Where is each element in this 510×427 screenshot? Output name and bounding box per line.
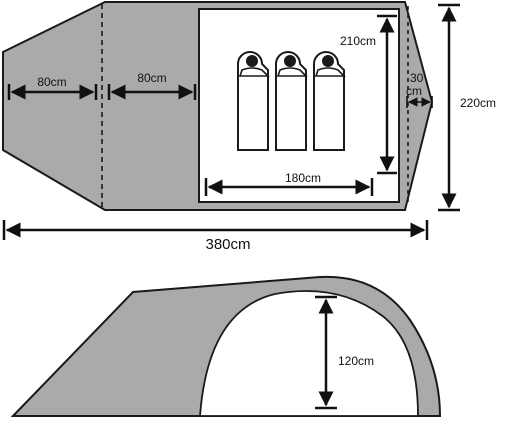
sleeper-head-icon (246, 55, 258, 67)
dimension-inner-length: 210cm (340, 14, 397, 175)
total-width-label: 220cm (460, 96, 496, 110)
rear-gap-unit: cm (406, 84, 422, 98)
sleeping-bag (237, 51, 270, 151)
top-view: 80cm 80cm 210cm 180cm (2, 1, 496, 253)
dimension-vestibule-mid: 80cm (107, 71, 197, 100)
sleeping-bag (313, 51, 346, 151)
dimension-rear-gap: 30 cm (406, 71, 433, 108)
vestibule-mid-label: 80cm (137, 71, 166, 85)
height-label: 120cm (338, 354, 374, 368)
sleeper-head-icon (284, 55, 296, 67)
dimension-height: 120cm (315, 295, 374, 410)
rear-gap-value: 30 (410, 71, 424, 85)
dimension-total-width: 220cm (438, 3, 496, 212)
rear-gap-label: 30 cm (406, 71, 427, 98)
dimension-vestibule-left: 80cm (7, 75, 98, 100)
inner-width-label: 180cm (285, 171, 321, 185)
inner-arch (199, 290, 419, 417)
inner-length-label: 210cm (340, 34, 376, 48)
side-view: 120cm (10, 275, 442, 417)
sleeping-bag (275, 51, 308, 151)
sleeper-head-icon (322, 55, 334, 67)
vestibule-left-label: 80cm (37, 75, 66, 89)
dimension-inner-width: 180cm (204, 171, 374, 196)
total-length-label: 380cm (205, 236, 250, 253)
dimension-total-length: 380cm (2, 220, 429, 253)
sleeping-bags (237, 51, 346, 151)
